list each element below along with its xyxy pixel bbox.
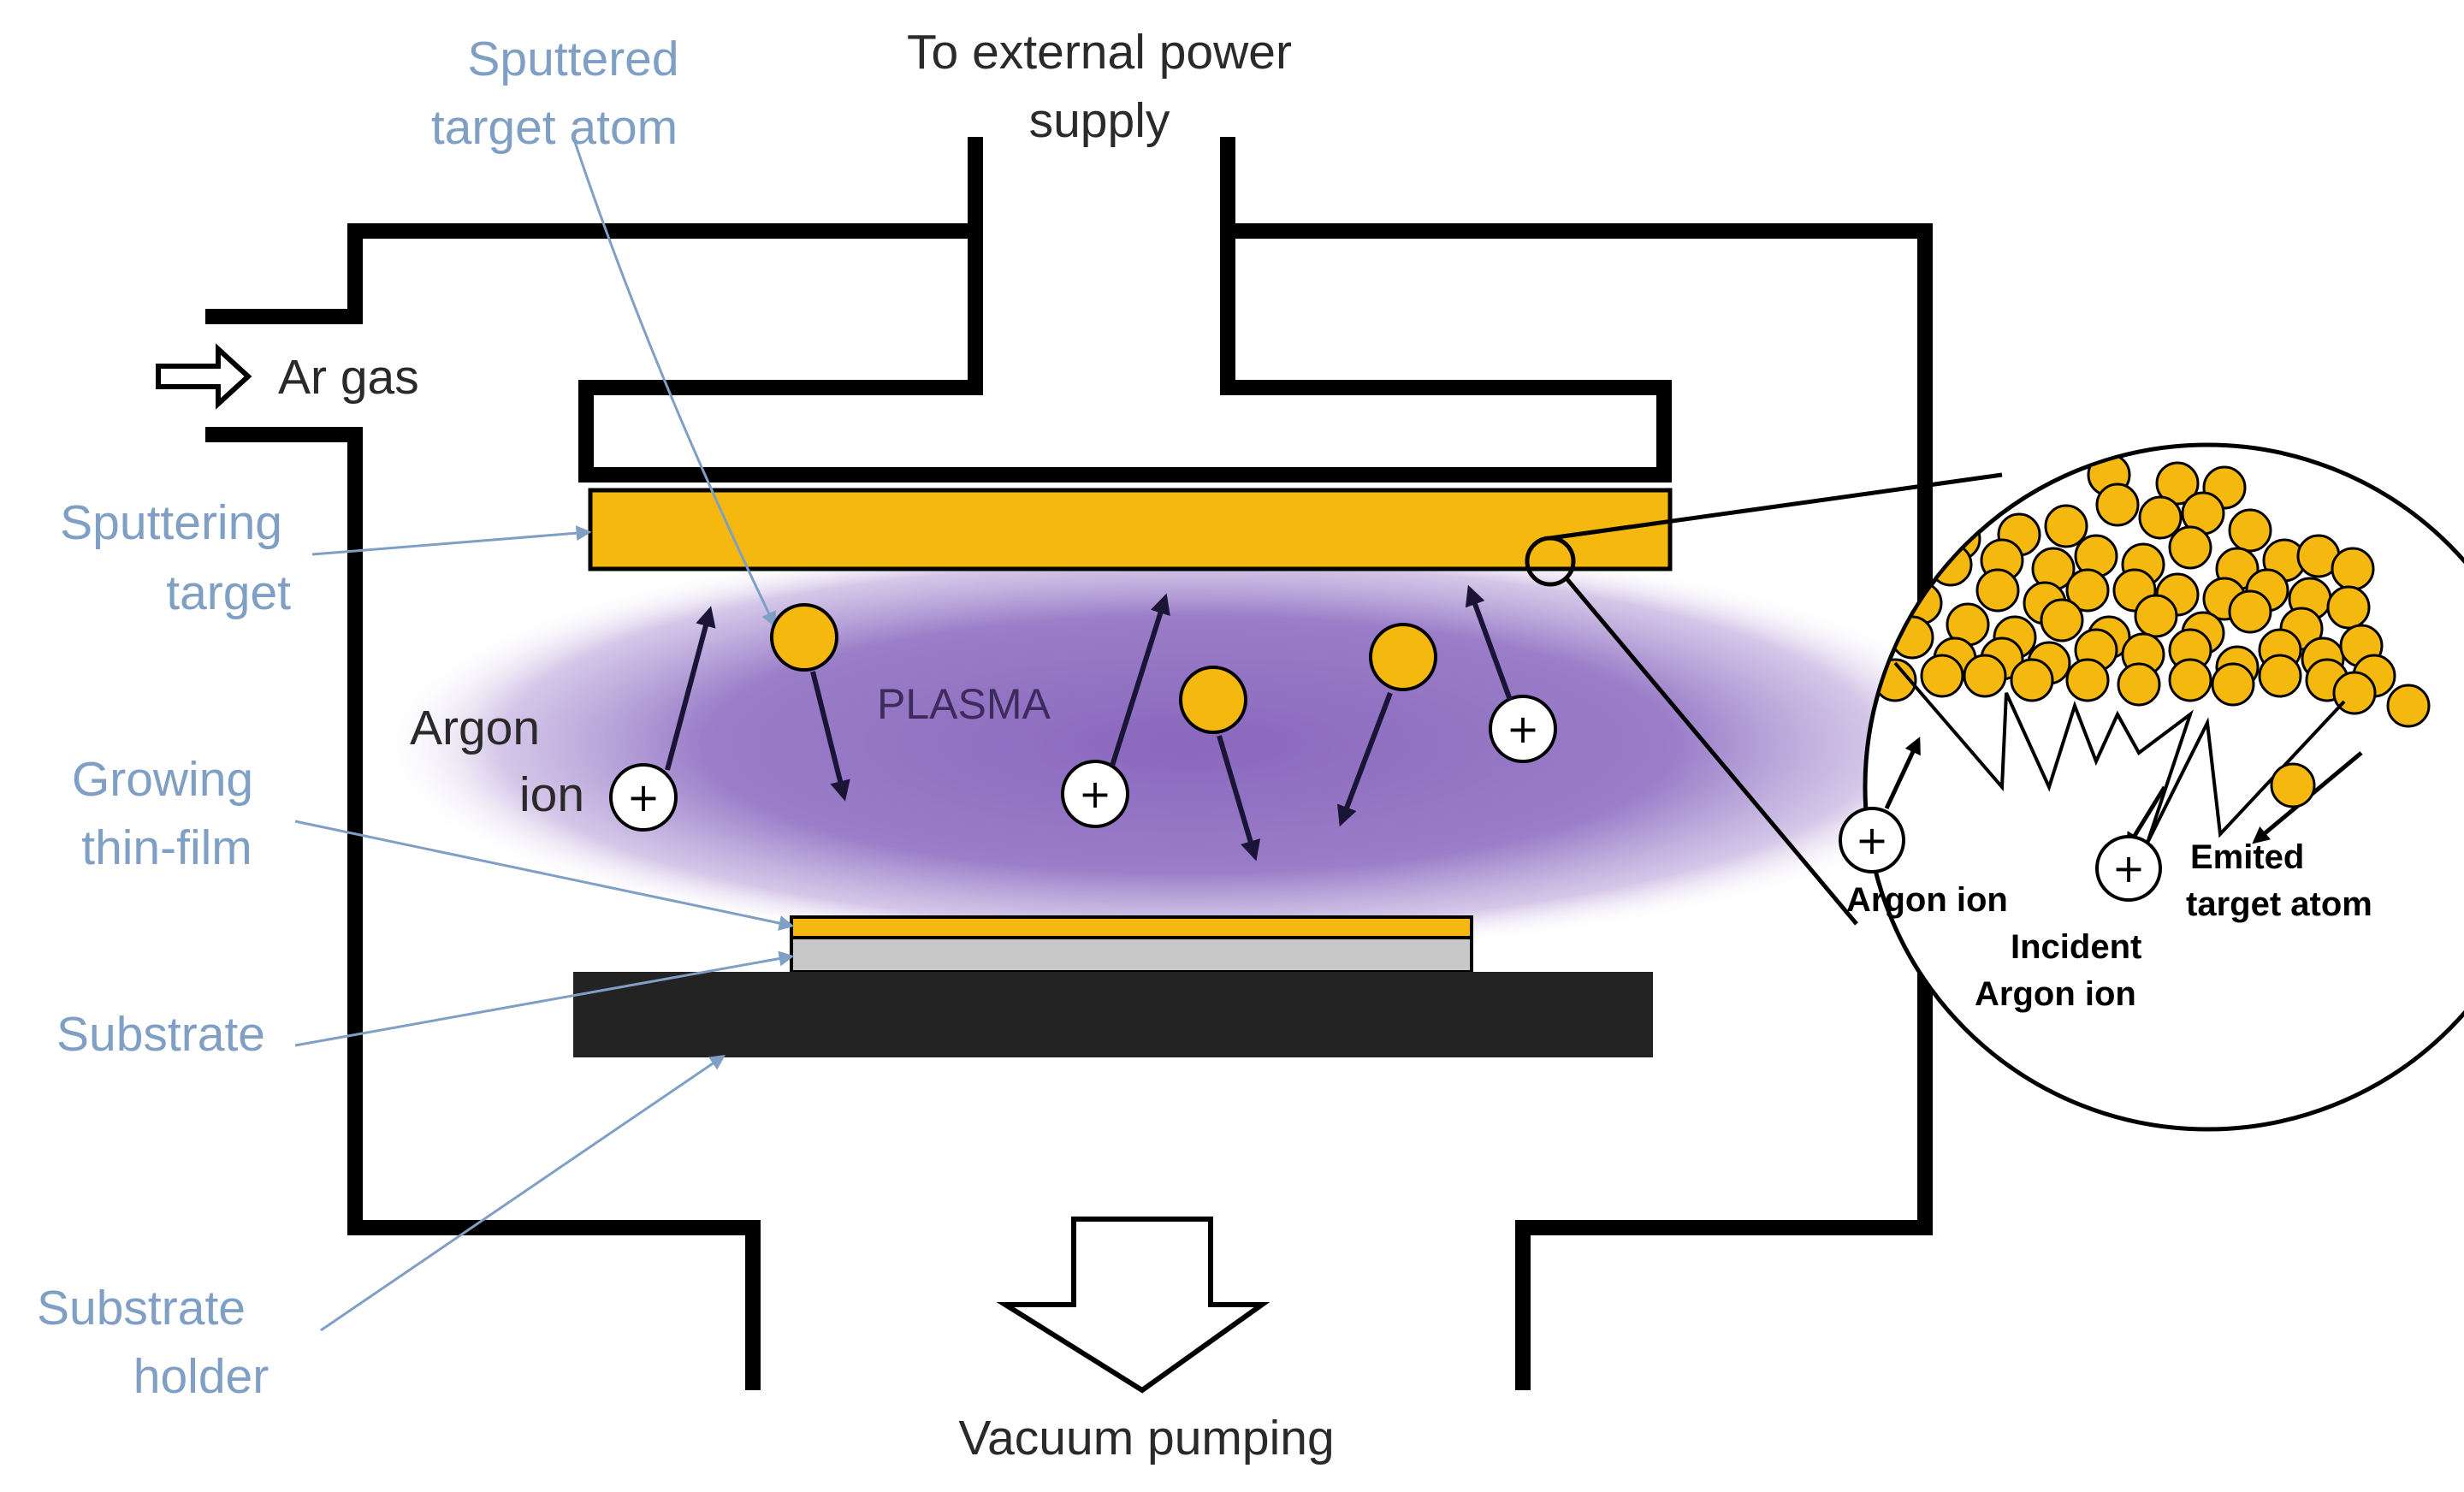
- lattice-atom: [2040, 598, 2084, 642]
- argon-ion-label-2: ion: [519, 767, 584, 822]
- lattice-atom: [2168, 658, 2212, 702]
- magnified-inset: + + Argon ion Incident Argon ion Emited …: [1839, 442, 2464, 1132]
- lattice-atom: [1920, 654, 1964, 698]
- thin-film-label-1: Growing: [72, 752, 253, 807]
- lattice-atom: [2134, 594, 2178, 638]
- target-atom: [770, 603, 838, 672]
- lattice-atom: [2065, 658, 2110, 702]
- lattice-atom: [1975, 568, 2020, 613]
- emitted-target-atom: [2270, 762, 2316, 808]
- lattice-atom: [2117, 662, 2161, 707]
- plasma-label: PLASMA: [877, 680, 1051, 728]
- lattice-atom: [2155, 461, 2200, 506]
- incident-ion-path: [1893, 661, 2346, 844]
- lattice-atom: [2258, 654, 2302, 698]
- lattice-atom: [2065, 568, 2110, 613]
- sputtering-target-label-1: Sputtering: [60, 495, 282, 550]
- lattice-atom: [2168, 525, 2212, 570]
- cathode-housing: [578, 231, 1672, 483]
- inset-argon-ion-label: Argon ion: [1846, 881, 2008, 919]
- svg-text:+: +: [1507, 706, 1540, 752]
- inset-emitted-label-2: target atom: [2186, 885, 2372, 923]
- ar-gas-label: Ar gas: [278, 350, 419, 405]
- pointer-lines: [294, 136, 795, 1332]
- svg-text:+: +: [1079, 771, 1112, 817]
- plasma-particles: + + +: [609, 584, 1557, 861]
- sputtered-atom-label-2: target atom: [431, 100, 678, 155]
- inset-incident-label-1: Incident: [2011, 928, 2141, 966]
- lattice-atom: [2386, 684, 2431, 728]
- sputtering-target-label-2: target: [166, 565, 291, 620]
- inset-emitted-label-1: Emited: [2190, 838, 2304, 876]
- lattice-atom: [2211, 662, 2255, 707]
- lattice-atom: [2095, 483, 2140, 527]
- vacuum-pumping-label: Vacuum pumping: [958, 1411, 1334, 1465]
- lattice-atom: [2228, 589, 2272, 634]
- substrate-holder: [573, 972, 1653, 1057]
- substrate-holder-label-2: holder: [133, 1349, 269, 1404]
- power-supply-label-1: To external power: [907, 25, 1292, 80]
- svg-text:+: +: [1856, 817, 1889, 863]
- inset-incident-ion: +: [2095, 835, 2162, 902]
- lattice-atom: [2228, 508, 2272, 553]
- inset-argon-ion: +: [1839, 807, 1905, 873]
- plasma-region: [376, 530, 2002, 958]
- substrate-holder-label-1: Substrate: [37, 1281, 246, 1335]
- substrate: [790, 936, 1473, 974]
- thin-film-label-2: thin-film: [81, 820, 252, 875]
- argon-ion: +: [609, 763, 678, 832]
- argon-ion-label-1: Argon: [410, 701, 540, 755]
- vacuum-arrow: [996, 1217, 1270, 1394]
- substrate-label: Substrate: [56, 1007, 265, 1062]
- inset-incident-label-2: Argon ion: [1975, 975, 2136, 1013]
- target-atom: [1179, 666, 1247, 734]
- sputtered-atom-label-1: Sputtered: [467, 32, 678, 86]
- lattice-atom: [2326, 585, 2371, 630]
- lattice-atom: [1963, 654, 2007, 698]
- lattice-atom: [2044, 504, 2088, 548]
- lattice-atom: [2010, 658, 2054, 702]
- argon-ion: +: [1489, 695, 1557, 763]
- growing-thin-film: [790, 915, 1473, 939]
- target-atom: [1369, 623, 1437, 691]
- lattice-atom: [2331, 547, 2375, 591]
- svg-text:+: +: [627, 774, 660, 820]
- power-supply-label-2: supply: [1029, 93, 1170, 148]
- argon-ion: +: [1061, 760, 1129, 828]
- sputtering-target: [588, 488, 1673, 571]
- ar-gas-arrow: [156, 343, 252, 410]
- lattice-atom: [2138, 495, 2183, 540]
- svg-text:+: +: [2112, 845, 2146, 891]
